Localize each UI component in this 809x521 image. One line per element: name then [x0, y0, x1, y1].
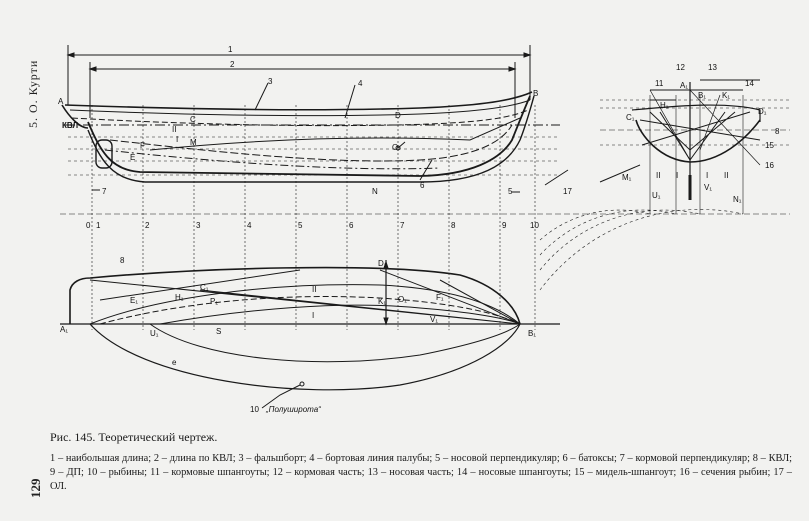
- pt-II-hb: II: [312, 285, 316, 294]
- fish-text: „Полуширота“: [265, 405, 321, 414]
- bp-A1: A₁: [680, 81, 688, 90]
- pt-U1: U₁: [150, 329, 159, 338]
- station-4: 4: [247, 221, 252, 230]
- callout-7: 7: [102, 187, 107, 196]
- bodyplan-labels: 11 12 13 14 15 16 17 8 A₁ B₁ C₁ D₁ H₁ K₁…: [563, 63, 780, 204]
- pt-B: B: [533, 89, 538, 98]
- pt-A: A: [58, 97, 64, 106]
- station-1: 1: [96, 221, 101, 230]
- dim-2: 2: [230, 60, 235, 69]
- callout-12: 12: [676, 63, 685, 72]
- pt-I-hb: I: [312, 311, 314, 320]
- callout-13: 13: [708, 63, 717, 72]
- pt-C: C: [190, 115, 196, 124]
- pt-D: D: [395, 111, 401, 120]
- bp-K1: K₁: [722, 91, 730, 100]
- pt-N: N: [372, 187, 378, 196]
- station-2: 2: [145, 221, 150, 230]
- pt-B1: B₁: [528, 329, 536, 338]
- pt-E: E: [130, 153, 135, 162]
- profile-labels: 1 2 3 4 5 6 7 КВЛ A B C D E F M N O I II…: [58, 45, 539, 230]
- callout-4: 4: [358, 79, 363, 88]
- bp-H1: H₁: [660, 101, 669, 110]
- station-10: 10: [530, 221, 539, 230]
- pt-S: S: [216, 327, 221, 336]
- figure-caption: Рис. 145. Теоретический чертеж.: [50, 430, 218, 444]
- bp-II-right: II: [724, 171, 728, 180]
- page-number: 129: [28, 478, 43, 499]
- pt-O1: O₁: [398, 295, 407, 304]
- pt-H1: H₁: [175, 293, 184, 302]
- profile-view: [61, 45, 569, 193]
- station-grid: [91, 105, 536, 330]
- bp-I-left: I: [676, 171, 678, 180]
- station-3: 3: [196, 221, 201, 230]
- body-plan-view: [539, 79, 790, 291]
- callout-3: 3: [268, 77, 273, 86]
- halfbreadth-labels: 8 A₁ B₁ C₁ D₁ E₁ H₁ P₁ U₁ K₁ O₁ S e I II…: [60, 256, 536, 414]
- pt-E1: E₁: [130, 296, 138, 305]
- bp-C1: C₁: [626, 113, 635, 122]
- pt-F1: F₁: [436, 293, 444, 302]
- station-0: 0: [86, 221, 91, 230]
- callout-8-bp: 8: [775, 127, 780, 136]
- bp-B1: B₁: [698, 91, 706, 100]
- pt-P1: P₁: [210, 297, 218, 306]
- callout-15: 15: [765, 141, 774, 150]
- pt-A1: A₁: [60, 325, 68, 334]
- station-7: 7: [400, 221, 405, 230]
- pt-K1: K₁: [378, 297, 386, 306]
- bp-U1: U₁: [652, 191, 661, 200]
- station-9: 9: [502, 221, 507, 230]
- pt-M: M: [190, 138, 197, 147]
- callout-14: 14: [745, 79, 754, 88]
- callout-8: 8: [120, 256, 125, 265]
- bp-V1: V₁: [704, 183, 712, 192]
- pt-F: F: [140, 141, 145, 150]
- pt-e: e: [172, 358, 177, 367]
- callout-6: 6: [420, 181, 425, 190]
- station-8: 8: [451, 221, 456, 230]
- pt-C1: C₁: [200, 283, 209, 292]
- pt-I: I: [176, 135, 178, 144]
- station-6: 6: [349, 221, 354, 230]
- bp-I-right: I: [706, 171, 708, 180]
- kvl-label: КВЛ: [62, 121, 78, 130]
- figure-legend: 1 – наибольшая длина; 2 – длина по КВЛ; …: [50, 453, 792, 493]
- pt-V1: V₁: [430, 315, 438, 324]
- bp-D1: D₁: [758, 107, 767, 116]
- lines-plan-drawing: 1 2 3 4 5 6 7 КВЛ A B C D E F M N O I II…: [58, 45, 790, 414]
- pt-II: II: [172, 125, 176, 134]
- callout-17: 17: [563, 187, 572, 196]
- halfbreadth-view: [69, 260, 521, 409]
- callout-16: 16: [765, 161, 774, 170]
- callout-11: 11: [655, 79, 664, 88]
- bp-M1: M₁: [622, 173, 632, 182]
- pt-D1: D₁: [378, 259, 387, 268]
- pt-O: O: [392, 143, 398, 152]
- callout-5: 5: [508, 187, 513, 196]
- bp-N1: N₁: [733, 195, 742, 204]
- bp-II-left: II: [656, 171, 660, 180]
- station-5: 5: [298, 221, 303, 230]
- fish-callout-10: 10: [250, 405, 259, 414]
- dim-1: 1: [228, 45, 233, 54]
